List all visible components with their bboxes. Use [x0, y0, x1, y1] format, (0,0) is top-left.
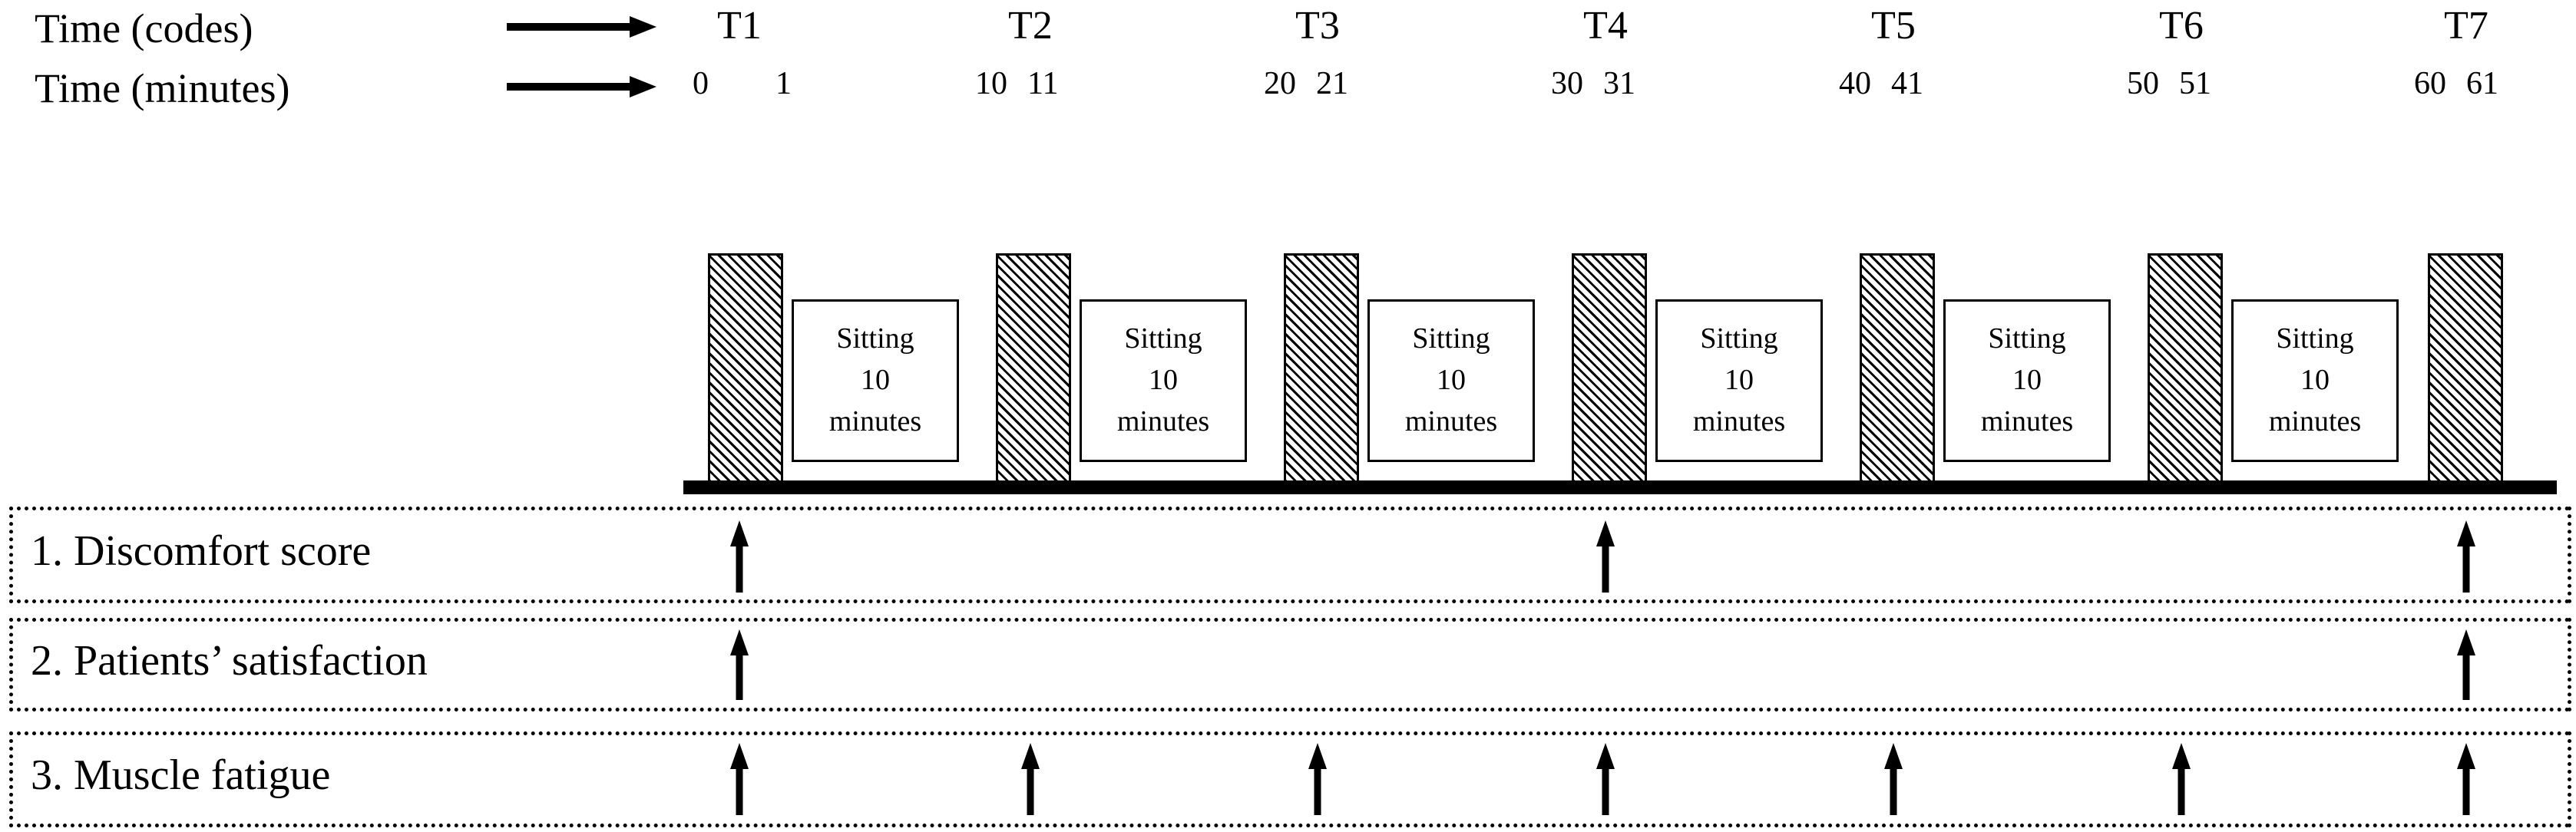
- sitting-duration-value: 10: [1724, 364, 1754, 397]
- time-code-t5: T5: [1871, 4, 1916, 48]
- minute-mark-41: 41: [1891, 66, 1923, 101]
- time-code-t2: T2: [1008, 4, 1053, 48]
- measure-arrow-t5: [1878, 743, 1909, 815]
- time-code-t3: T3: [1295, 4, 1340, 48]
- activity-bar-t4: [1572, 253, 1647, 485]
- sitting-duration-unit: minutes: [828, 404, 922, 437]
- activity-bar-t6: [2148, 253, 2223, 485]
- sitting-title: Sitting: [1412, 322, 1490, 355]
- time-minutes-label: Time (minutes): [35, 65, 290, 111]
- minute-mark-51: 51: [2179, 66, 2211, 101]
- sitting-title: Sitting: [1124, 322, 1202, 355]
- minute-mark-60: 60: [2414, 66, 2446, 101]
- measure-arrow-t7: [2451, 629, 2482, 700]
- measure-arrow-t3: [1302, 743, 1333, 815]
- minute-mark-40: 40: [1839, 66, 1871, 101]
- sitting-title: Sitting: [1700, 322, 1778, 355]
- sitting-duration-unit: minutes: [2268, 404, 2362, 437]
- measure-arrow-t1: [724, 629, 755, 700]
- measure-arrow-t4: [1590, 743, 1621, 815]
- sitting-box-6: Sitting 10 minutes: [2231, 299, 2399, 462]
- measure-arrow-t1: [724, 743, 755, 815]
- time-codes-label: Time (codes): [35, 5, 253, 51]
- sitting-title: Sitting: [836, 322, 914, 355]
- timeline-baseline: [683, 480, 2557, 494]
- activity-bar-t7: [2428, 253, 2503, 485]
- activity-bar-t3: [1284, 253, 1359, 485]
- minute-mark-10: 10: [975, 66, 1007, 101]
- sitting-duration-unit: minutes: [1404, 404, 1498, 437]
- outcome-row-patients-satisfaction: [9, 618, 2571, 711]
- sitting-box-4: Sitting 10 minutes: [1655, 299, 1823, 462]
- measure-arrow-t2: [1015, 743, 1046, 815]
- minute-mark-31: 31: [1603, 66, 1635, 101]
- sitting-duration-unit: minutes: [1116, 404, 1210, 437]
- sitting-duration-value: 10: [1149, 364, 1178, 397]
- sitting-title: Sitting: [1988, 322, 2066, 355]
- measure-arrow-t4: [1590, 520, 1621, 593]
- sitting-box-1: Sitting 10 minutes: [792, 299, 959, 462]
- minute-mark-11: 11: [1027, 66, 1059, 101]
- outcome-label-muscle-fatigue: 3. Muscle fatigue: [31, 751, 331, 799]
- sitting-duration-value: 10: [2012, 364, 2042, 397]
- sitting-duration-value: 10: [2300, 364, 2330, 397]
- minute-mark-61: 61: [2466, 66, 2498, 101]
- activity-bar-t1: [708, 253, 783, 485]
- measure-arrow-t7: [2451, 743, 2482, 815]
- minute-mark-0: 0: [693, 66, 709, 101]
- minute-mark-20: 20: [1264, 66, 1296, 101]
- sitting-duration-unit: minutes: [1692, 404, 1786, 437]
- time-code-t1: T1: [717, 4, 762, 48]
- minute-mark-1: 1: [775, 66, 792, 101]
- outcome-label-patients-satisfaction: 2. Patients’ satisfaction: [31, 637, 428, 685]
- sitting-box-5: Sitting 10 minutes: [1943, 299, 2111, 462]
- sitting-duration-unit: minutes: [1980, 404, 2074, 437]
- minute-mark-21: 21: [1316, 66, 1348, 101]
- minute-mark-50: 50: [2127, 66, 2159, 101]
- activity-bar-t5: [1860, 253, 1935, 485]
- time-code-t7: T7: [2444, 4, 2488, 48]
- sitting-box-3: Sitting 10 minutes: [1367, 299, 1535, 462]
- time-code-t6: T6: [2159, 4, 2204, 48]
- activity-bar-t2: [996, 253, 1071, 485]
- outcome-label-discomfort-score: 1. Discomfort score: [31, 527, 372, 575]
- outcome-row-muscle-fatigue: [9, 731, 2571, 827]
- minute-mark-30: 30: [1551, 66, 1583, 101]
- measure-arrow-t7: [2451, 520, 2482, 593]
- sitting-title: Sitting: [2276, 322, 2354, 355]
- right-arrow-icon: [507, 75, 656, 98]
- sitting-duration-value: 10: [861, 364, 890, 397]
- measure-arrow-t6: [2166, 743, 2197, 815]
- measure-arrow-t1: [724, 520, 755, 593]
- outcome-row-discomfort-score: [9, 507, 2571, 603]
- time-code-t4: T4: [1583, 4, 1628, 48]
- sitting-duration-value: 10: [1437, 364, 1466, 397]
- sitting-box-2: Sitting 10 minutes: [1080, 299, 1247, 462]
- right-arrow-icon: [507, 15, 656, 38]
